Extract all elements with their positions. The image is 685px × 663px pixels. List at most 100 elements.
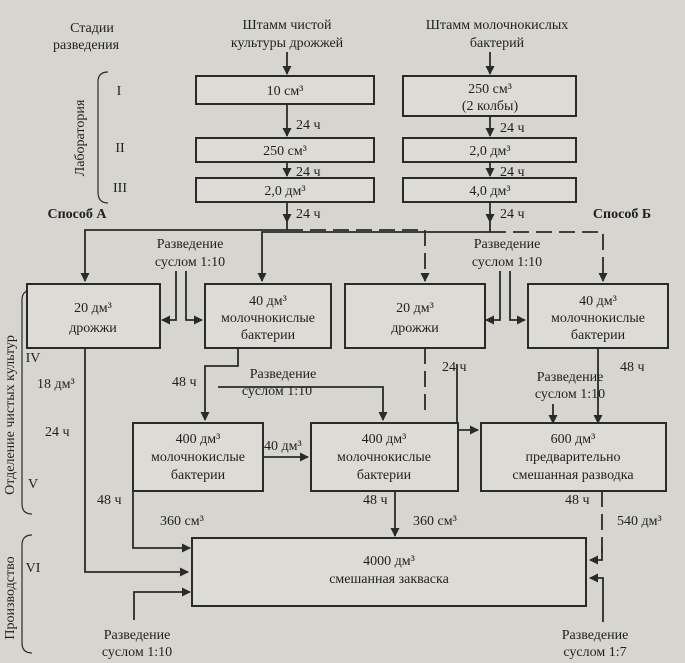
dilution-a-line1: Разведение: [157, 237, 224, 252]
duration-yeast-I: 24 ч: [296, 118, 321, 133]
flow-yeast-a-to-final: [84, 348, 189, 577]
lactic400-1-box: [132, 422, 264, 492]
flow-360-label-1: 360 см³: [160, 514, 204, 529]
lactic-a-box: [204, 283, 332, 349]
dilution-a-to-lactic: [185, 271, 203, 325]
lab-yeast-I-volume: 10 см³: [267, 84, 304, 99]
mixed600-volume: 600 дм³: [551, 432, 596, 447]
dilution-b-to-yeast: [485, 271, 501, 325]
lactic-strain-line2: бактерий: [470, 36, 525, 51]
stage-IV: IV: [26, 351, 41, 366]
dilution-b-line1: Разведение: [474, 237, 541, 252]
yeast-a-box: [26, 283, 161, 349]
yeast-strain-line2: культуры дрожжей: [231, 36, 344, 51]
lab-lactic-I-volume: 250 см³: [468, 82, 512, 97]
mixed600-name1: предварительно: [526, 450, 621, 465]
flow-lactic-to-lactic-b: [490, 231, 608, 282]
method-b-label: Способ Б: [593, 207, 651, 222]
duration-600: 48 ч: [565, 493, 590, 508]
final-box: [191, 537, 587, 607]
duration-yeast-II: 24 ч: [296, 165, 321, 180]
lactic-b-box: [527, 283, 669, 349]
lactic-a-name1: молочнокислые: [221, 311, 315, 326]
stage-III: III: [113, 181, 127, 196]
dilution-a-to-yeast: [161, 271, 177, 325]
flow-600-to-final: [589, 548, 603, 565]
lab-yeast-II-volume: 250 см³: [263, 144, 307, 159]
lactic-a-name2: бактерии: [241, 328, 296, 343]
stage-II: II: [115, 141, 125, 156]
flow-18-label: 18 дм³: [37, 377, 75, 392]
duration-lactic-b: 48 ч: [620, 360, 645, 375]
lab-yeast-box-III: [195, 177, 375, 203]
lactic400-2-name2: бактерии: [357, 468, 412, 483]
stage-V: V: [28, 477, 38, 492]
duration-lactic-I: 24 ч: [500, 121, 525, 136]
flow-400-1-to-final: [132, 491, 191, 553]
lactic400-2-box: [310, 422, 459, 492]
lab-yeast-III-volume: 2,0 дм³: [264, 184, 305, 199]
yeast-a-name: дрожжи: [69, 321, 117, 336]
lactic400-1-name1: молочнокислые: [151, 450, 245, 465]
dilution-a2-line1: Разведение: [250, 367, 317, 382]
flow-yeast-to-yeast-a: [80, 222, 288, 282]
yeast-b-box: [344, 283, 486, 349]
bottom-dilution-right-line2: суслом 1:7: [563, 645, 626, 660]
dilution-a-line2: суслом 1:10: [155, 255, 225, 270]
final-volume: 4000 дм³: [363, 554, 415, 569]
flow-lactic-a-to-400-1: [200, 348, 239, 421]
lab-lactic-III-volume: 4,0 дм³: [469, 184, 510, 199]
section-laboratory: Лаборатория: [73, 99, 88, 176]
duration-lactic-a: 48 ч: [172, 375, 197, 390]
mixed600-name2: смешанная разводка: [512, 468, 634, 483]
laboratory-bracket: [97, 71, 109, 204]
bottom-dilution-right-line1: Разведение: [562, 628, 629, 643]
flow-40-label: 40 дм³: [264, 439, 302, 454]
duration-400-2: 48 ч: [363, 493, 388, 508]
section-pure-culture: Отделение чистых культур: [3, 335, 18, 495]
section-production: Производство: [3, 556, 18, 639]
duration-yeast-b: 24 ч: [442, 360, 467, 375]
lab-lactic-II-volume: 2,0 дм³: [469, 144, 510, 159]
lactic-b-name1: молочнокислые: [551, 311, 645, 326]
yeast-strain-line1: Штамм чистой: [242, 18, 332, 33]
lab-yeast-box-I: [195, 75, 375, 105]
lab-yeast-box-II: [195, 137, 375, 163]
stage-I: I: [117, 84, 122, 99]
duration-yeast-a: 24 ч: [45, 425, 70, 440]
flow-360-label-2: 360 см³: [413, 514, 457, 529]
bottom-dilution-right-arrow: [589, 573, 604, 622]
lactic-a-volume: 40 дм³: [249, 294, 287, 309]
lactic400-2-volume: 400 дм³: [362, 432, 407, 447]
yeast-b-name: дрожжи: [391, 321, 439, 336]
duration-lactic-II: 24 ч: [500, 165, 525, 180]
production-bracket: [21, 534, 33, 654]
duration-yeast-III: 24 ч: [296, 207, 321, 222]
yeast-a-volume: 20 дм³: [74, 301, 112, 316]
method-a-label: Способ А: [47, 207, 107, 222]
stages-header-line1: Стадии: [70, 21, 114, 36]
lab-lactic-I-note: (2 колбы): [462, 99, 519, 114]
flow-lactic-to-lactic-a: [257, 222, 491, 282]
flow-yeast-to-yeast-b: [287, 229, 430, 282]
flow-540-label: 540 дм³: [617, 514, 662, 529]
lactic-strain-line1: Штамм молочнокислых: [426, 18, 569, 33]
lactic400-1-volume: 400 дм³: [176, 432, 221, 447]
duration-400-1: 48 ч: [97, 493, 122, 508]
yeast-b-volume: 20 дм³: [396, 301, 434, 316]
lactic400-2-name1: молочнокислые: [337, 450, 431, 465]
mixed600-box: [480, 422, 667, 492]
dilution-b2-line2: суслом 1:10: [535, 387, 605, 402]
stage-VI: VI: [26, 561, 41, 576]
final-name: смешанная закваска: [329, 572, 449, 587]
lactic-b-name2: бактерии: [571, 328, 626, 343]
lactic-b-volume: 40 дм³: [579, 294, 617, 309]
stages-header-line2: разведения: [53, 38, 120, 53]
bottom-dilution-left-arrow: [133, 587, 191, 620]
bottom-dilution-left-line1: Разведение: [104, 628, 171, 643]
dilution-b-to-lactic: [509, 271, 526, 325]
duration-lactic-III: 24 ч: [500, 207, 525, 222]
dilution-b2-line1: Разведение: [537, 370, 604, 385]
dilution-a2-to-400-2: [218, 386, 388, 421]
